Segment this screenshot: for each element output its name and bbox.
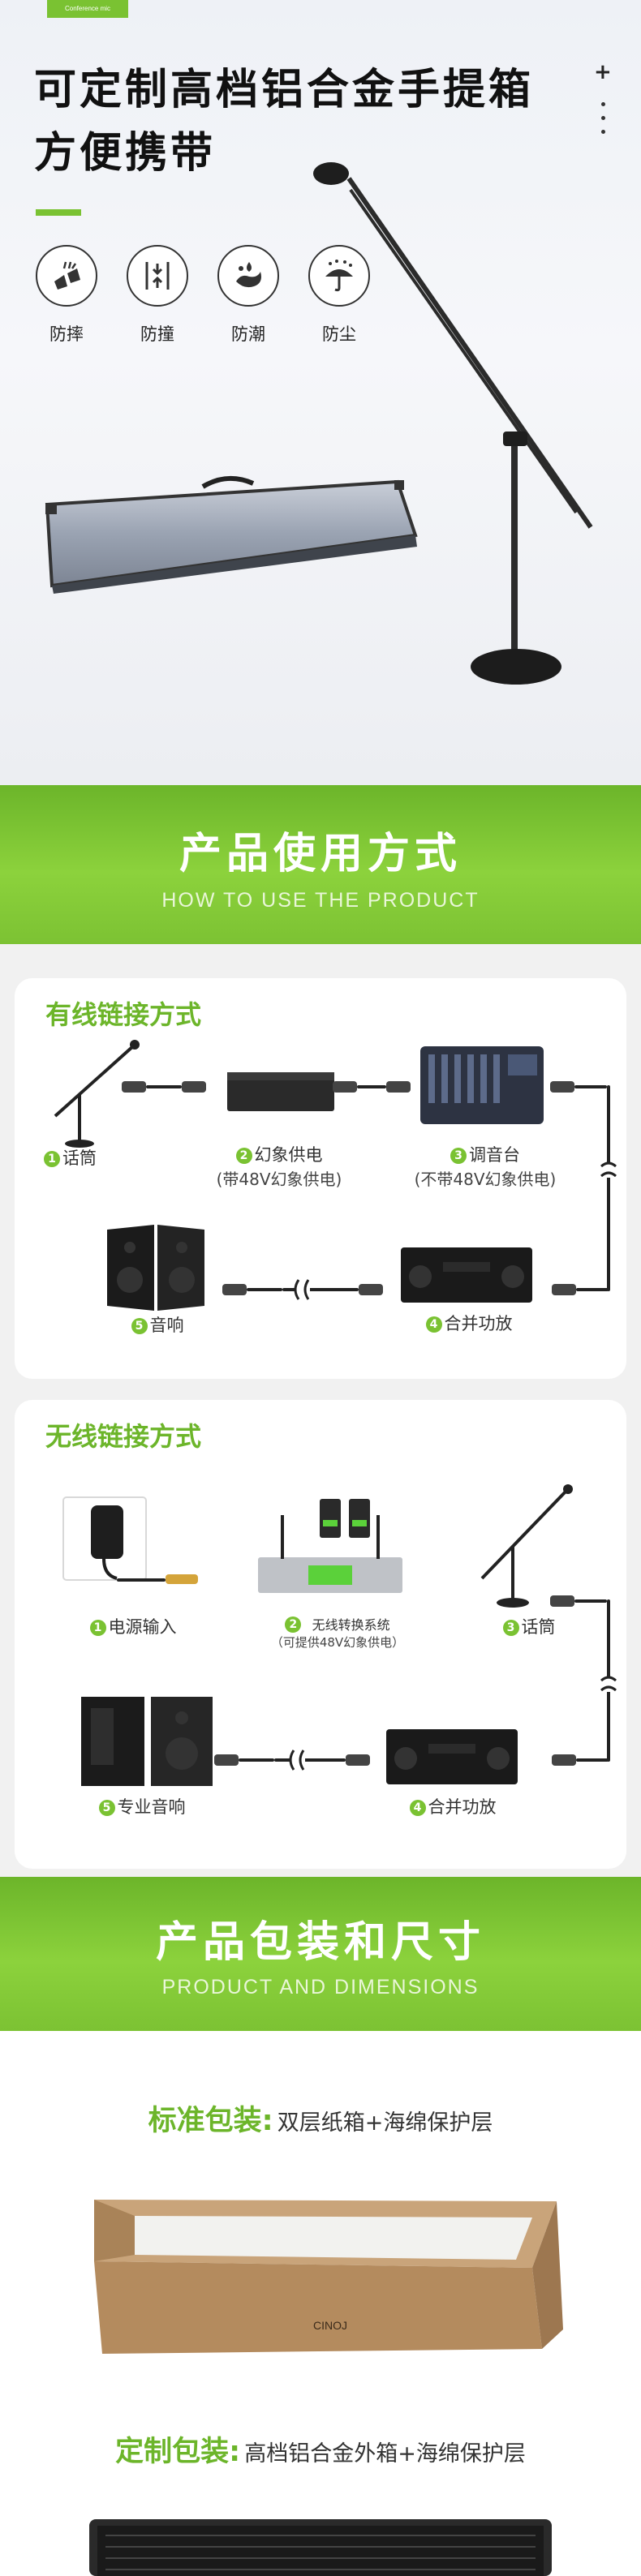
hero-banner: Conference mic 可定制高档铝合金手提箱 方便携带 + 防摔 [0,0,641,785]
xlr-plug [333,1081,357,1093]
mixer-console-icon [420,1046,544,1124]
xlr-plug [552,1284,576,1295]
wireless-card-title: 无线链接方式 [45,1421,202,1452]
box-logo: CINOJ [313,2319,347,2332]
aluminium-case-image [89,2519,552,2576]
cable [574,1085,607,1088]
xlr-plug [550,1595,574,1607]
boom-mic-stand-image [313,162,593,685]
xlr-plug [552,1754,576,1766]
feature-icon-row: 防摔 防撞 [32,245,389,350]
moisture-proof-icon [217,245,279,307]
feature-moisture-proof: 防潮 [214,245,282,346]
standard-package-label: 标准包装: 双层纸箱+海绵保护层 [0,2097,641,2139]
feature-drop-proof: 防摔 [32,245,101,346]
cable-break-icon [600,1161,617,1178]
aluminium-case-image [45,475,418,594]
cable [247,1288,282,1291]
standard-package-key: 标准包装: [148,2105,273,2137]
custom-package-key: 定制包装: [115,2436,241,2468]
hero-title: 可定制高档铝合金手提箱 方便携带 [34,58,570,185]
amplifier-icon [401,1247,532,1303]
cable [239,1758,274,1762]
hero-title-line2: 方便携带 [34,129,217,178]
drop-proof-icon [36,245,97,307]
dust-proof-icon [308,245,370,307]
usage-section-title: 产品使用方式 [179,830,462,878]
microphone-stand-icon [480,1484,573,1608]
speakers-icon [107,1225,204,1311]
package-section-subtitle: PRODUCT AND DIMENSIONS [161,1976,480,1999]
usage-section-header: 产品使用方式 HOW TO USE THE PRODUCT [0,785,641,944]
cable-break-icon [294,1278,310,1301]
cable [274,1758,346,1762]
cable-break-icon [289,1749,305,1771]
xlr-plug [182,1081,206,1093]
cable [282,1288,359,1291]
impact-proof-icon [127,245,188,307]
cable [117,1578,166,1582]
vertical-dots-icon[interactable] [601,102,606,144]
feature-dust-proof: 防尘 [305,245,373,346]
feature-label: 防潮 [231,324,265,344]
xlr-plug [346,1754,370,1766]
xlr-plug [359,1284,383,1295]
cable [576,1758,609,1762]
custom-package-value: 高档铝合金外箱+海绵保护层 [244,2441,526,2467]
usage-section-subtitle: HOW TO USE THE PRODUCT [161,889,480,912]
cable [357,1085,386,1088]
brand-tag: Conference mic [47,0,128,18]
feature-label: 防摔 [49,324,84,344]
cardboard-box-image: CINOJ [94,2200,563,2354]
xlr-plug [214,1754,239,1766]
wireless-receiver-icon [258,1499,402,1593]
cable [576,1288,609,1291]
xlr-plug [222,1284,247,1295]
pro-speakers-icon [81,1697,213,1786]
xlr-plug [550,1081,574,1093]
feature-label: 防撞 [140,324,174,344]
power-adapter-icon [62,1496,147,1581]
package-section-header: 产品包装和尺寸 PRODUCT AND DIMENSIONS [0,1877,641,2031]
title-accent-bar [36,209,81,216]
microphone-stand-icon [54,1040,140,1148]
cable [574,1599,607,1603]
wireless-node-receiver: 2 无线转换系统 （可提供48V幻象供电） [270,1616,405,1650]
xlr-plug [386,1081,411,1093]
wired-card-title: 有线链接方式 [45,999,202,1030]
amplifier-icon [386,1729,518,1784]
cable-vertical [607,1085,610,1291]
feature-impact-proof: 防撞 [123,245,191,346]
cable-break-icon [600,1676,617,1692]
plus-icon[interactable]: + [594,60,612,84]
package-section-title: 产品包装和尺寸 [155,1918,485,1967]
hero-title-line1: 可定制高档铝合金手提箱 [34,66,535,114]
xlr-plug [122,1081,146,1093]
custom-package-label: 定制包装: 高档铝合金外箱+海绵保护层 [0,2428,641,2470]
standard-package-value: 双层纸箱+海绵保护层 [277,2110,493,2136]
feature-label: 防尘 [322,324,356,344]
cable [146,1085,182,1088]
phantom-power-device-icon [227,1072,334,1111]
dc-plug [166,1574,198,1584]
brand-tag-text: Conference mic [64,5,111,12]
